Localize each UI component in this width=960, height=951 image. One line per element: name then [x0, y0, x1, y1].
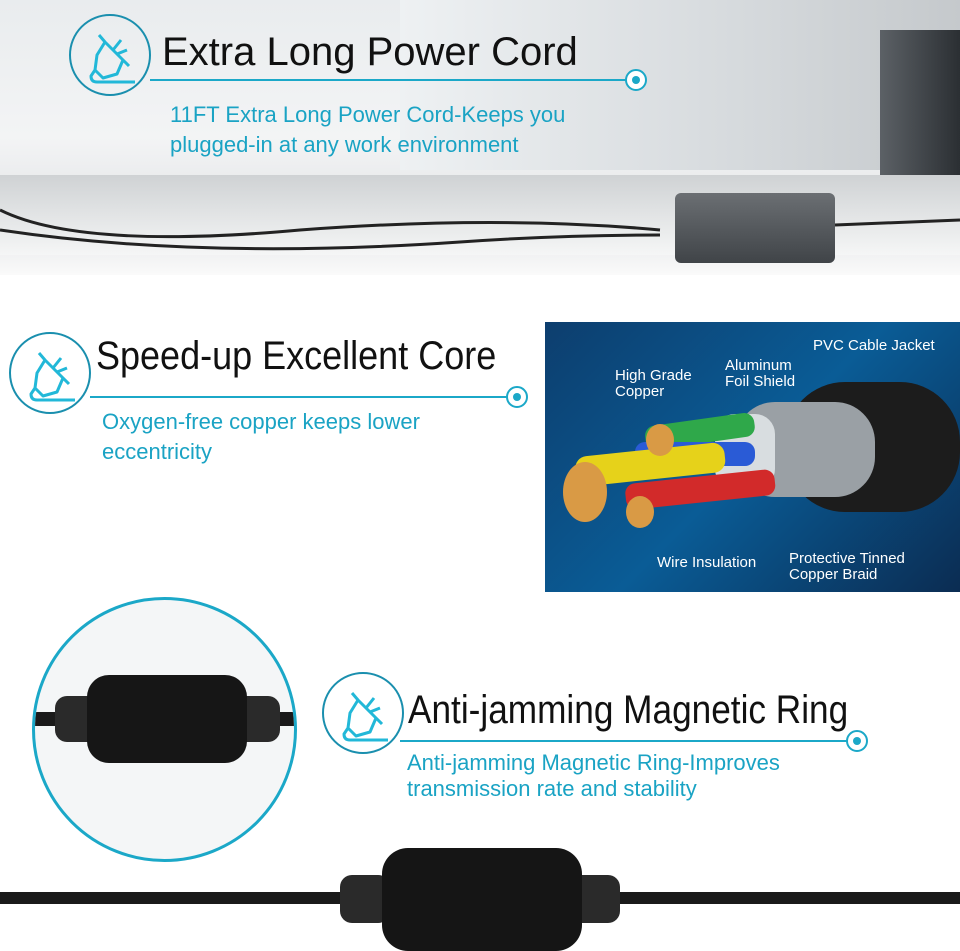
dot-marker	[625, 69, 647, 91]
desc-line: Oxygen-free copper keeps lower	[102, 409, 420, 434]
desc-line: transmission rate and stability	[407, 776, 697, 801]
magnetic-ring-closeup	[32, 597, 297, 862]
section-desc: Oxygen-free copper keeps lower eccentrici…	[102, 407, 420, 467]
power-cord	[0, 208, 960, 251]
divider	[400, 740, 850, 742]
label-line: Foil Shield	[725, 373, 796, 390]
power-adapter	[675, 193, 835, 263]
section-title: Speed-up Excellent Core	[96, 334, 497, 378]
plug-icon	[318, 668, 408, 758]
divider	[150, 79, 628, 81]
label-line: Copper Braid	[789, 566, 878, 583]
section-title: Extra Long Power Cord	[162, 30, 578, 74]
label-line: Copper	[615, 383, 665, 400]
label-line: Protective Tinned	[789, 550, 905, 567]
desc-line: Anti-jamming Magnetic Ring-Improves	[407, 750, 780, 775]
section-title: Anti-jamming Magnetic Ring	[408, 688, 849, 732]
cable-with-ferrite	[0, 848, 960, 951]
dot-marker	[846, 730, 868, 752]
ferrite-core	[35, 675, 294, 763]
label-wire-insulation: Wire Insulation	[657, 554, 757, 571]
desc-line: eccentricity	[102, 439, 213, 464]
plug-icon	[5, 328, 95, 418]
plug-icon	[65, 10, 155, 100]
desc-line: plugged-in at any work environment	[170, 132, 519, 157]
divider	[90, 396, 510, 398]
label-line: Aluminum	[725, 357, 792, 374]
dot-marker	[506, 386, 528, 408]
label-pvc-jacket: PVC Cable Jacket	[813, 337, 935, 354]
desc-line: 11FT Extra Long Power Cord-Keeps you	[170, 102, 566, 127]
label-line: High Grade	[615, 367, 692, 384]
section-desc: 11FT Extra Long Power Cord-Keeps you plug…	[170, 100, 565, 160]
cable-cross-section	[563, 382, 960, 528]
window-background	[400, 0, 960, 170]
